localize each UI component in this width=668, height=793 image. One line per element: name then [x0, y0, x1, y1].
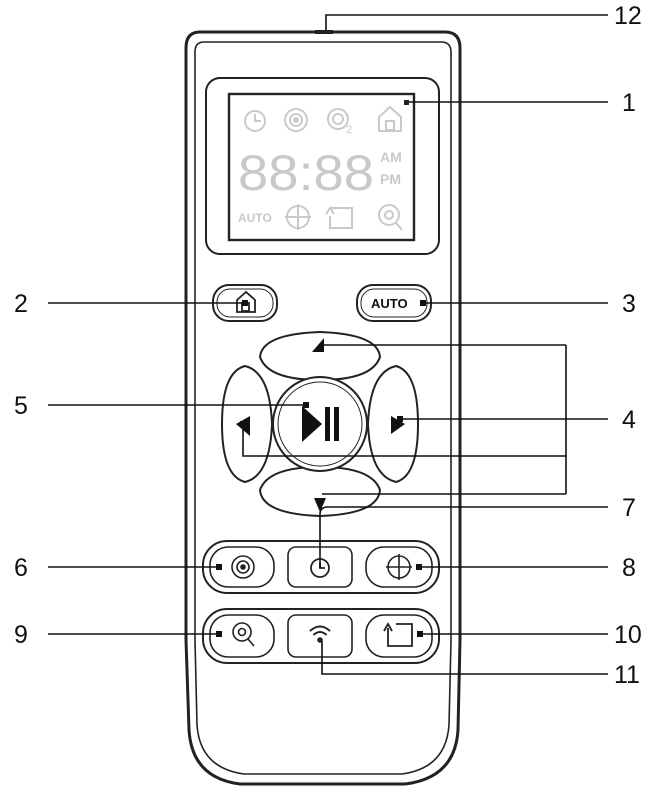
lcd-am: AM [380, 149, 402, 165]
leader-lines [48, 14, 608, 675]
lcd-digits: 88:88 [238, 145, 374, 201]
auto-button[interactable]: AUTO [356, 284, 432, 322]
spot-clean-icon [231, 555, 255, 579]
lcd-indicator-dot [404, 100, 409, 105]
lcd-spot-search-icon [378, 204, 403, 231]
edge-clean-button[interactable] [365, 546, 433, 588]
callout-7: 7 [622, 494, 636, 522]
lcd-spot-subscript: 2 [346, 124, 352, 136]
play-pause-button[interactable] [272, 376, 368, 472]
wall-follow-icon [383, 622, 413, 647]
up-button[interactable] [258, 330, 382, 382]
spot-search-button[interactable] [209, 614, 275, 658]
callout-6: 6 [14, 554, 28, 582]
lcd-wall-follow-icon [325, 206, 353, 229]
edge-clean-icon [386, 554, 412, 580]
lcd-pm: PM [380, 171, 401, 187]
home-button[interactable] [212, 284, 278, 322]
spot-clean-button[interactable] [209, 546, 275, 588]
left-button[interactable] [220, 364, 274, 484]
lcd-edge-clean-icon [285, 204, 311, 230]
spot-search-icon [232, 622, 255, 647]
callout-10: 10 [614, 621, 642, 649]
right-button[interactable] [366, 364, 420, 484]
callout-3: 3 [622, 290, 636, 318]
bottom-button-row-1 [202, 540, 440, 594]
lcd-auto-text: AUTO [238, 211, 272, 225]
wall-follow-button[interactable] [365, 614, 433, 658]
arrow-up-icon [312, 338, 324, 352]
callout-12: 12 [614, 2, 642, 30]
lcd-display: 2 88:88 AM PM AUTO [205, 77, 440, 255]
down-button[interactable] [258, 465, 382, 518]
wifi-button[interactable] [287, 614, 353, 658]
callout-8: 8 [622, 554, 636, 582]
callout-5: 5 [14, 392, 28, 420]
callout-4: 4 [622, 406, 636, 434]
arrow-down-icon [314, 498, 326, 512]
leader-dots [216, 300, 426, 637]
arrow-right-icon [391, 416, 405, 434]
lcd-clock-icon [244, 110, 266, 132]
play-pause-icon [302, 406, 339, 442]
bottom-button-row-2 [202, 608, 440, 664]
auto-button-label: AUTO [371, 296, 408, 311]
callout-9: 9 [14, 621, 28, 649]
callout-11: 11 [614, 661, 640, 689]
callout-1: 1 [622, 89, 636, 117]
callout-labels: 12 1 2 3 4 5 6 7 8 9 10 11 [14, 2, 642, 689]
callout-2: 2 [14, 290, 28, 318]
lcd-spot-clean-icon [284, 108, 308, 132]
lcd-spot-clean-2-icon [327, 108, 349, 130]
lcd-home-icon [378, 105, 402, 132]
wifi-icon [309, 625, 331, 643]
direction-pad [220, 330, 420, 518]
